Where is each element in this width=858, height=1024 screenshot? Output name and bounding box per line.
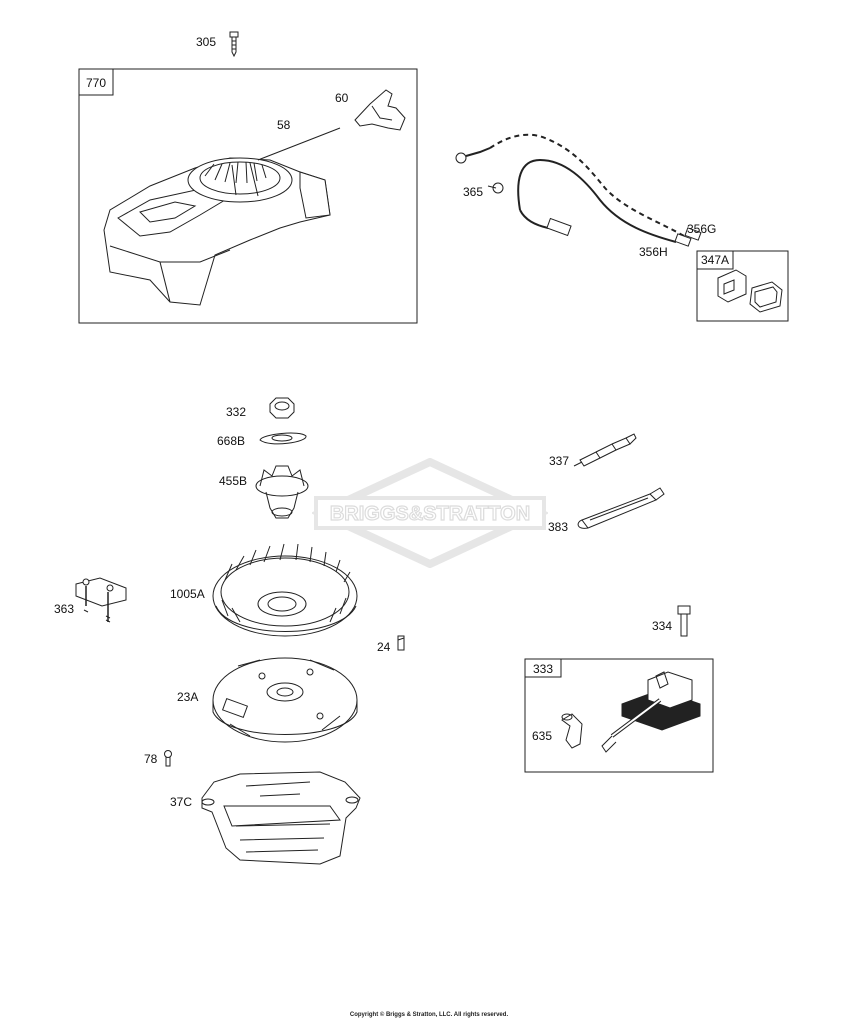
box-347A-tag: [696, 250, 734, 270]
box-333-frame: [524, 658, 714, 773]
part-363-bracket[interactable]: [75, 577, 127, 623]
part-332-nut[interactable]: [269, 397, 295, 419]
label-635: 635: [532, 729, 552, 743]
box-333-tag: [524, 658, 562, 678]
copyright-footer: Copyright © Briggs & Stratton, LLC. All …: [349, 1012, 509, 1018]
label-334: 334: [652, 619, 672, 633]
label-455B: 455B: [219, 474, 247, 488]
label-23A: 23A: [177, 690, 198, 704]
part-668B-washer[interactable]: [259, 432, 307, 445]
label-365: 365: [463, 185, 483, 199]
box-347A-frame: [696, 250, 789, 322]
label-337: 337: [549, 454, 569, 468]
label-347A: 347A: [701, 253, 729, 267]
part-wire-harness[interactable]: [455, 133, 702, 247]
leader-58: [257, 127, 341, 161]
watermark-text: BRIGGS&STRATTON: [330, 503, 530, 525]
part-334-bolt[interactable]: [677, 605, 691, 637]
part-37C-base-plate[interactable]: [201, 771, 361, 865]
box-770-tag: [78, 68, 114, 96]
label-24: 24: [377, 640, 391, 654]
part-337-spark-plug[interactable]: [573, 433, 637, 467]
part-78-screw[interactable]: [164, 750, 172, 767]
label-668B: 668B: [217, 434, 245, 448]
part-60-rope-handle[interactable]: [354, 89, 406, 131]
label-1005A: 1005A: [170, 587, 205, 601]
label-78: 78: [144, 752, 158, 766]
label-356G: 356G: [687, 222, 716, 236]
label-37C: 37C: [170, 795, 192, 809]
label-58: 58: [277, 118, 291, 132]
part-383-spark-tool[interactable]: [577, 487, 665, 529]
box-770-frame: [78, 68, 418, 324]
label-333: 333: [533, 662, 553, 676]
part-365-bolt[interactable]: [487, 182, 504, 194]
briggs-stratton-watermark: BRIGGS&STRATTON: [312, 458, 548, 568]
part-333-ignition-coil[interactable]: [601, 671, 701, 753]
part-635-spark-boot[interactable]: [561, 713, 583, 749]
label-305: 305: [196, 35, 216, 49]
label-356H: 356H: [639, 245, 668, 259]
part-1005A-flywheel[interactable]: [212, 543, 358, 637]
part-23A-back-plate[interactable]: [212, 657, 358, 743]
part-305-screw[interactable]: [229, 31, 239, 58]
part-24-key[interactable]: [397, 635, 405, 651]
label-332: 332: [226, 405, 246, 419]
part-455B-starter-cup[interactable]: [255, 465, 309, 519]
label-363: 363: [54, 602, 74, 616]
label-770: 770: [86, 76, 106, 90]
part-347A-switch[interactable]: [717, 269, 783, 313]
part-770-blower-housing[interactable]: [103, 157, 331, 306]
label-383: 383: [548, 520, 568, 534]
label-60: 60: [335, 91, 349, 105]
